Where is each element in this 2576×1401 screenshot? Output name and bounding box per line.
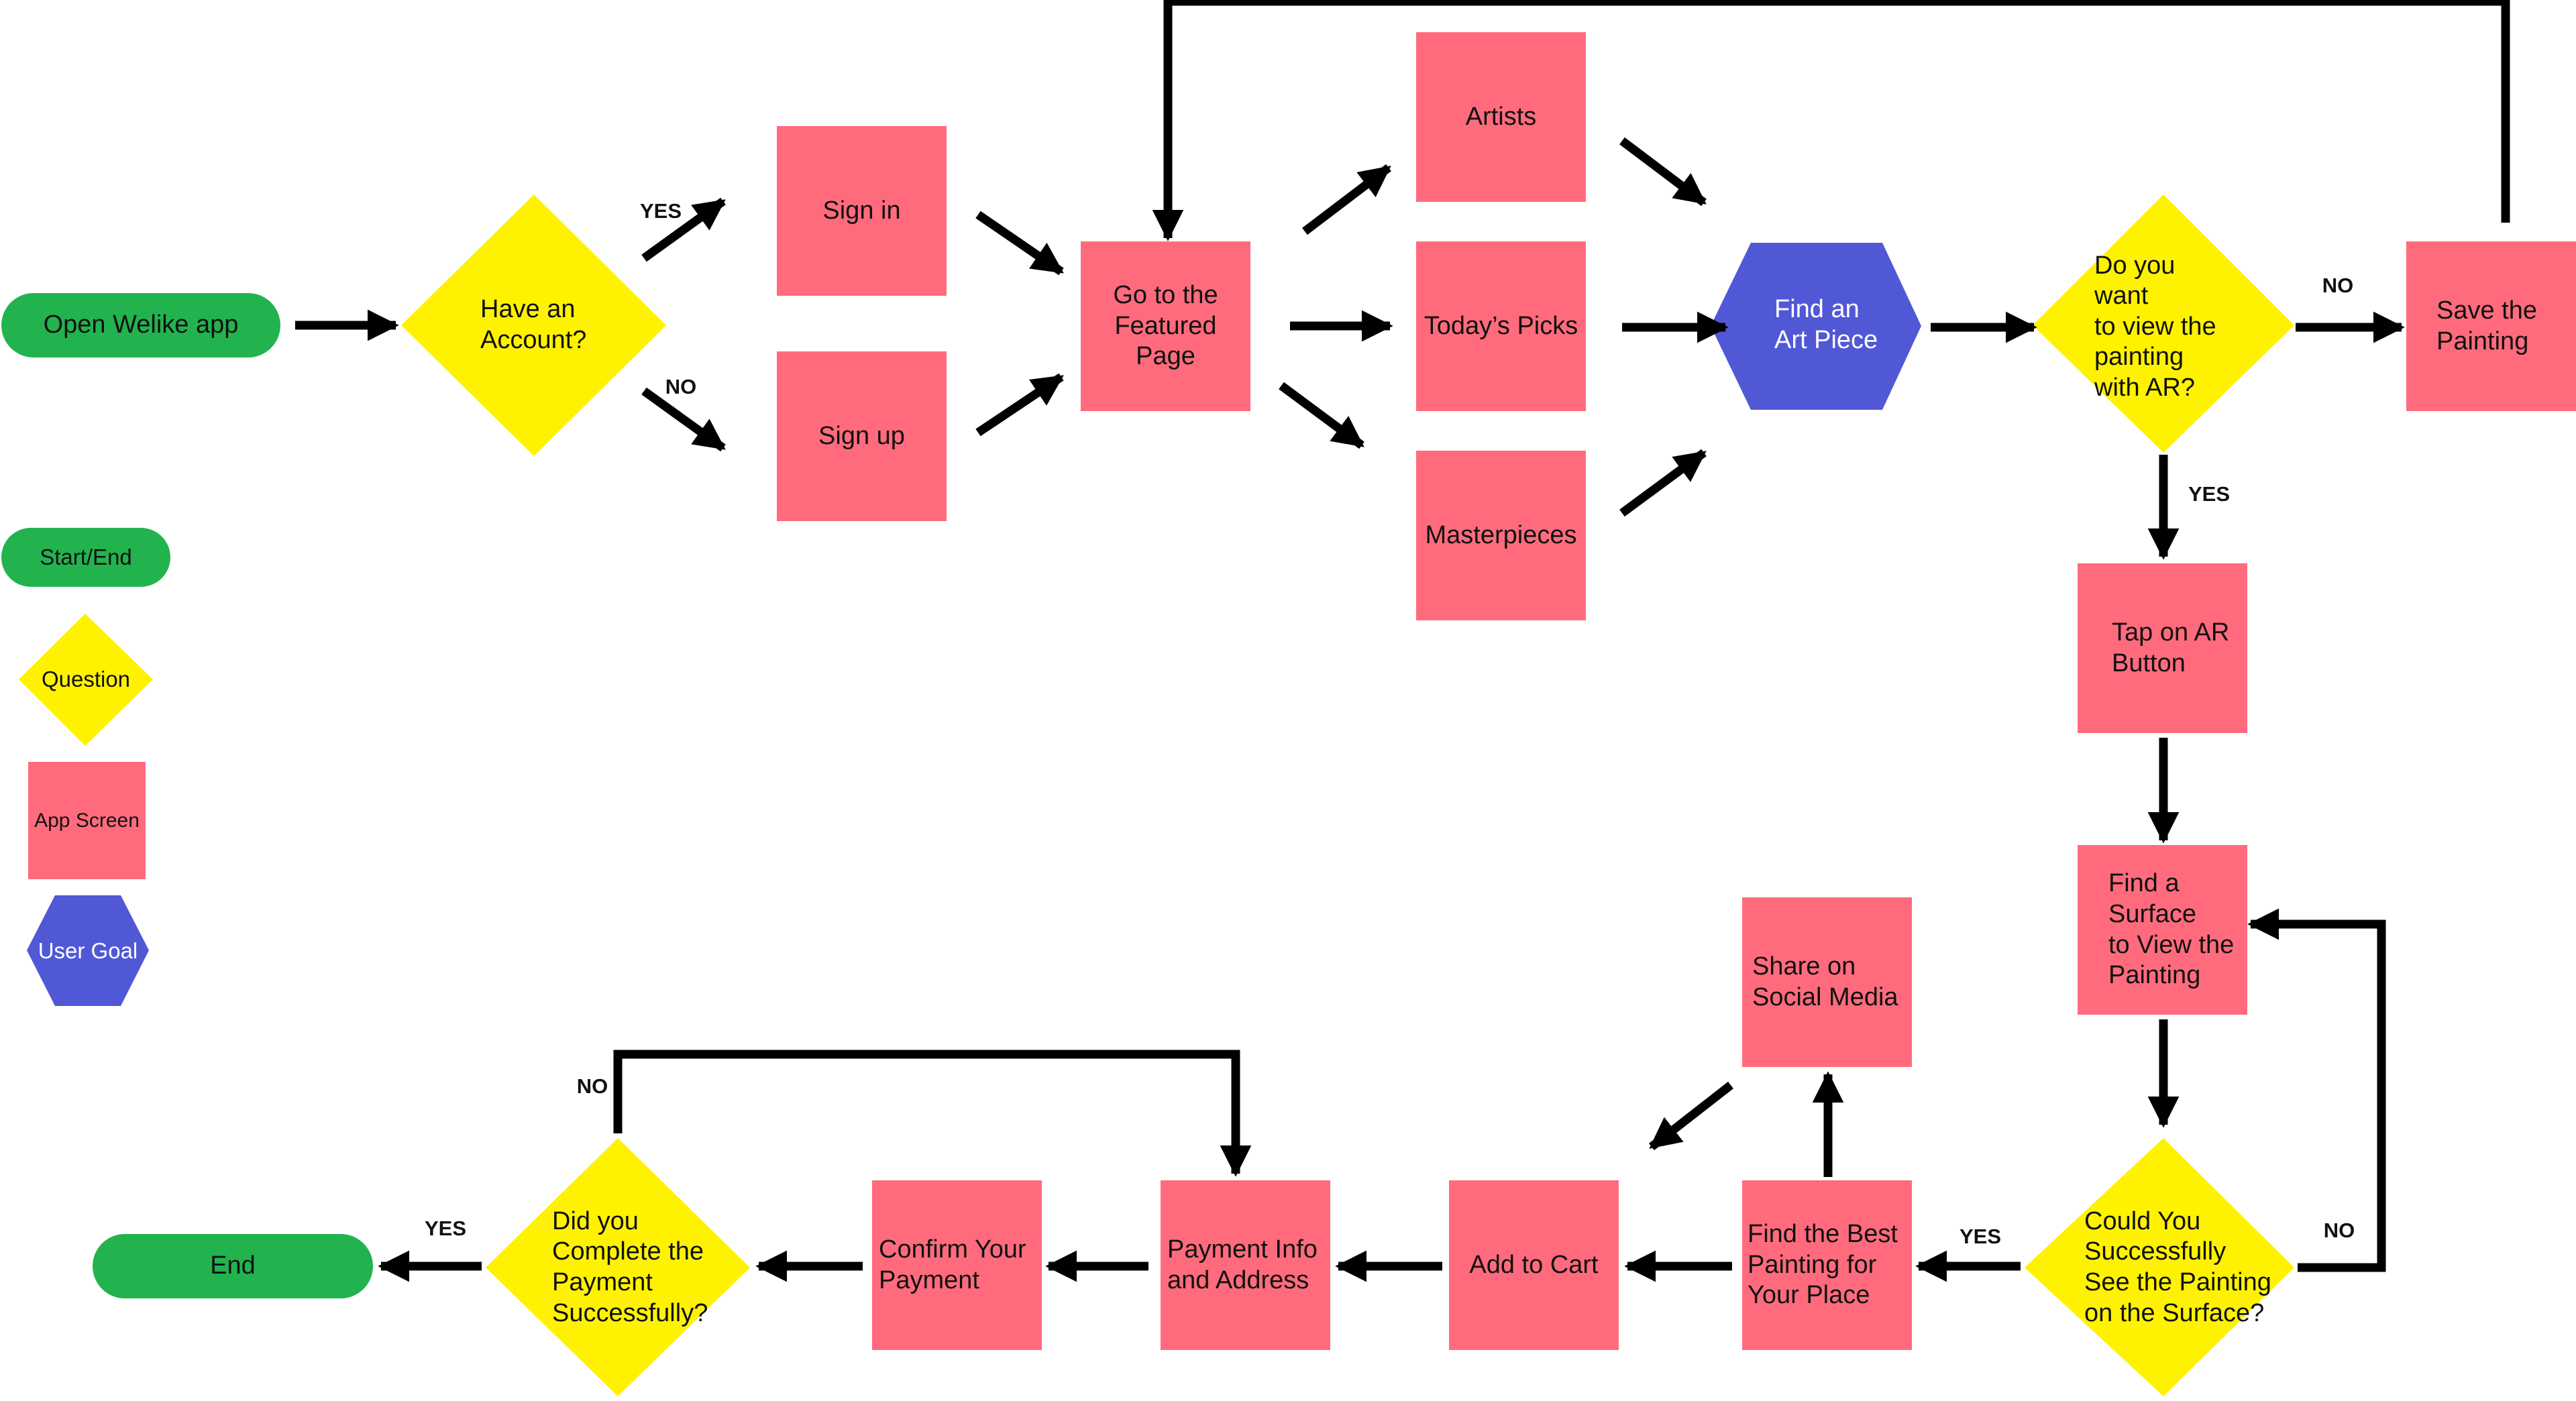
- arrow-artists-goal: [1619, 137, 1707, 207]
- arrows: [295, 0, 2510, 1282]
- find-art-piece-label: Find an Art Piece: [1774, 295, 1878, 354]
- arrow-account-yes-signin: [641, 197, 726, 262]
- masterpieces-node: [1416, 451, 1586, 620]
- payment-info-label: Payment Info and Address: [1167, 1235, 1318, 1294]
- confirm-payment-node: [872, 1180, 1042, 1350]
- masterpieces-label: Masterpieces: [1425, 520, 1577, 549]
- have-account-node: [401, 194, 666, 456]
- complete-payment-label: Did you Complete the Payment Successfull…: [552, 1207, 708, 1327]
- legend-app-screen-shape: [28, 762, 146, 879]
- ar-no-label: NO: [2322, 274, 2354, 298]
- end-node: [93, 1234, 373, 1298]
- see-on-surface-label: Could You Successfully See the Painting …: [2084, 1207, 2271, 1327]
- sign-in-node: [777, 126, 947, 296]
- artists-node: [1416, 32, 1586, 202]
- legend-start-end-shape: [1, 528, 170, 587]
- arrow-featured-masterpieces: [1279, 382, 1364, 449]
- arrow-signup-featured: [975, 373, 1064, 437]
- sign-up-node: [777, 351, 947, 521]
- featured-page-node: [1081, 241, 1250, 411]
- arrow-complete-no-payment: [613, 1050, 1252, 1177]
- arrow-account-no-signup: [641, 387, 726, 452]
- arrow-signin-featured: [975, 211, 1064, 276]
- confirm-payment-label: Confirm Your Payment: [879, 1235, 1026, 1294]
- legend-user-goal-label: User Goal: [38, 938, 138, 964]
- arrow-save-loop-featured: [1152, 0, 2510, 241]
- legend-app-screen-label: App Screen: [34, 809, 140, 832]
- arrow-masterpieces-goal: [1619, 449, 1707, 517]
- account-no-label: NO: [665, 375, 697, 399]
- legend-start-end-label: Start/End: [40, 545, 132, 570]
- complete-payment-node: [486, 1138, 750, 1396]
- see-on-surface-node: [2025, 1138, 2294, 1396]
- sign-up-label: Sign up: [818, 421, 905, 450]
- have-account-label: Have an Account?: [480, 295, 587, 354]
- view-with-ar-node: [2033, 194, 2294, 453]
- todays-picks-node: [1416, 241, 1586, 411]
- share-social-node: [1742, 897, 1912, 1067]
- tap-ar-button-label: Tap on AR Button: [2112, 618, 2230, 677]
- view-with-ar-label: Do you want to view the painting with AR…: [2094, 251, 2216, 402]
- find-surface-label: Find a Surface to View the Painting: [2108, 869, 2235, 990]
- end-label: End: [210, 1251, 256, 1280]
- open-app-label: Open Welike app: [43, 311, 239, 339]
- arrow-featured-artists: [1302, 164, 1391, 235]
- add-to-cart-node: [1449, 1180, 1619, 1350]
- account-yes-label: YES: [639, 199, 682, 223]
- payment-yes-label: YES: [424, 1217, 467, 1241]
- surface-yes-label: YES: [1959, 1225, 2002, 1249]
- find-art-piece-node: [1711, 243, 1921, 410]
- legend-question-shape: [19, 614, 153, 746]
- sign-in-label: Sign in: [822, 196, 901, 225]
- legend-user-goal-shape: [27, 895, 149, 1006]
- featured-page-label: Go to the Featured Page: [1113, 281, 1218, 371]
- legend-question-label: Question: [41, 667, 131, 692]
- surface-no-label: NO: [2323, 1219, 2355, 1243]
- find-best-painting-node: [1742, 1180, 1912, 1350]
- add-to-cart-label: Add to Cart: [1469, 1250, 1599, 1279]
- find-best-painting-label: Find the Best Painting for Your Place: [1748, 1220, 1898, 1310]
- save-painting-node: [2406, 241, 2576, 411]
- arrow-see-no-surface: [2247, 908, 2386, 1272]
- payment-no-label: NO: [576, 1074, 608, 1099]
- tap-ar-button-node: [2078, 563, 2247, 733]
- artists-label: Artists: [1465, 102, 1537, 131]
- ar-yes-label: YES: [2188, 482, 2231, 506]
- share-social-label: Share on Social Media: [1752, 952, 1898, 1011]
- arrow-share-cart: [1649, 1081, 1733, 1151]
- open-app-node: [1, 293, 280, 357]
- payment-info-node: [1161, 1180, 1330, 1350]
- find-surface-node: [2078, 845, 2247, 1015]
- todays-picks-label: Today’s Picks: [1424, 311, 1578, 340]
- save-painting-label: Save the Painting: [2436, 296, 2537, 355]
